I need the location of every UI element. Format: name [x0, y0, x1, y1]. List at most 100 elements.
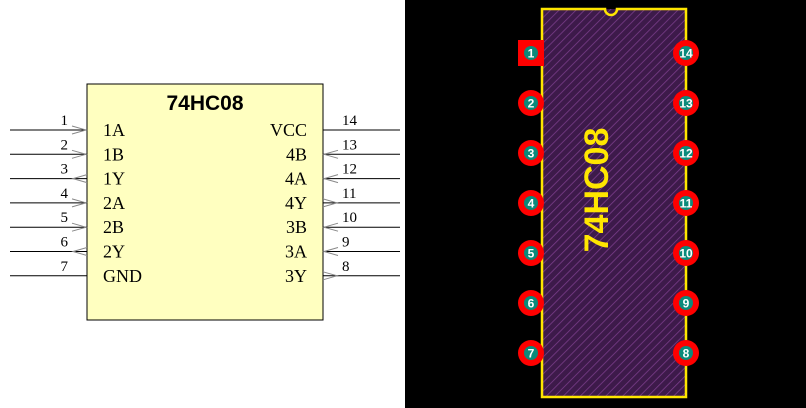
pin-number: 11 [342, 186, 356, 202]
pin-number: 5 [61, 210, 69, 226]
pad-12: 12 [673, 140, 699, 166]
pad-4: 4 [518, 190, 544, 216]
pin-number: 9 [342, 235, 350, 251]
drill-hole [679, 46, 693, 60]
pin-name: 3A [285, 242, 307, 262]
drill-hole [524, 96, 538, 110]
pin-number: 1 [61, 113, 69, 129]
pin-10: 10 3B [286, 210, 400, 237]
pin-number: 14 [342, 113, 358, 129]
pin-name: 3Y [285, 266, 307, 286]
pad-number: 12 [679, 147, 693, 161]
pin-name: 2B [103, 217, 124, 237]
silkscreen-outline [540, 7, 688, 399]
input-arrow [322, 222, 339, 232]
pad-number: 13 [679, 97, 693, 111]
pin-number: 4 [61, 186, 69, 202]
pad-6: 6 [518, 290, 544, 316]
drill-hole [679, 346, 693, 360]
output-arrow [322, 198, 339, 208]
pin-1: 1 1A [10, 113, 125, 140]
pin-name: 4B [286, 144, 307, 164]
pin-number: 13 [342, 137, 357, 153]
drill-hole [524, 246, 538, 260]
pad-14: 14 [673, 40, 699, 66]
input-arrow [322, 149, 339, 159]
pad-number: 11 [680, 197, 693, 211]
pin-name: 4A [285, 169, 307, 189]
pin-name: 2A [103, 193, 125, 213]
pin-number: 7 [61, 259, 69, 275]
drill-hole [679, 246, 693, 260]
input-arrow [71, 222, 88, 232]
pin-13: 13 4B [286, 137, 400, 164]
pin-9: 9 3A [285, 235, 400, 262]
input-arrow [71, 149, 88, 159]
drill-hole [524, 196, 538, 210]
pad-number: 10 [679, 247, 693, 261]
pad-11: 11 [673, 190, 699, 216]
ic-title: 74HC08 [166, 92, 243, 115]
drill-hole [524, 146, 538, 160]
pin-number: 12 [342, 162, 357, 178]
drill-hole [524, 46, 538, 60]
drill-hole [679, 296, 693, 310]
pin-number: 8 [342, 259, 350, 275]
drill-hole [679, 196, 693, 210]
input-arrow [322, 174, 339, 184]
pad-10: 10 [673, 240, 699, 266]
pad-9: 9 [673, 290, 699, 316]
pad-3: 3 [518, 140, 544, 166]
pad-5: 5 [518, 240, 544, 266]
pad-number: 8 [683, 347, 690, 361]
pad-number: 9 [683, 297, 690, 311]
pin-11: 11 4Y [285, 186, 400, 213]
pin-5: 5 2B [10, 210, 124, 237]
pad-2: 2 [518, 90, 544, 116]
pad-8: 8 [673, 340, 699, 366]
silkscreen-label: 74HC08 [578, 128, 616, 253]
pin-number: 2 [61, 137, 69, 153]
pad-number: 1 [528, 47, 535, 61]
drill-hole [679, 146, 693, 160]
pad-number: 3 [528, 147, 535, 161]
pin-name: 1B [103, 144, 124, 164]
drill-hole [524, 346, 538, 360]
footprint-body [542, 9, 686, 397]
pin-number: 10 [342, 210, 357, 226]
pad-number: 2 [528, 97, 535, 111]
output-arrow [71, 247, 88, 256]
input-arrow [322, 247, 339, 256]
pad-1: 1 [518, 40, 544, 66]
pin-name: GND [103, 266, 142, 286]
input-arrow [71, 198, 88, 208]
pin-name: 4Y [285, 193, 307, 213]
pin-7: 7 GND [10, 259, 142, 286]
pad-number: 5 [528, 247, 535, 261]
pin-number: 6 [61, 235, 69, 251]
pad-number: 6 [528, 297, 535, 311]
pin-6: 6 2Y [10, 235, 125, 262]
pad-7: 7 [518, 340, 544, 366]
pin-2: 2 1B [10, 137, 124, 164]
pin-name: VCC [270, 120, 307, 140]
pin-name: 1Y [103, 169, 125, 189]
pin-name: 2Y [103, 242, 125, 262]
output-arrow [322, 271, 339, 281]
pin-12: 12 4A [285, 162, 400, 189]
pin-8: 8 3Y [285, 259, 400, 286]
pad-number: 4 [528, 197, 535, 211]
pin-name: 1A [103, 120, 125, 140]
pin-name: 3B [286, 217, 307, 237]
input-arrow [71, 125, 88, 135]
pad-13: 13 [673, 90, 699, 116]
pin-14: 14 VCC [270, 113, 400, 140]
pad-number: 7 [528, 347, 535, 361]
pin-4: 4 2A [10, 186, 125, 213]
output-arrow [71, 174, 88, 184]
drill-hole [524, 296, 538, 310]
